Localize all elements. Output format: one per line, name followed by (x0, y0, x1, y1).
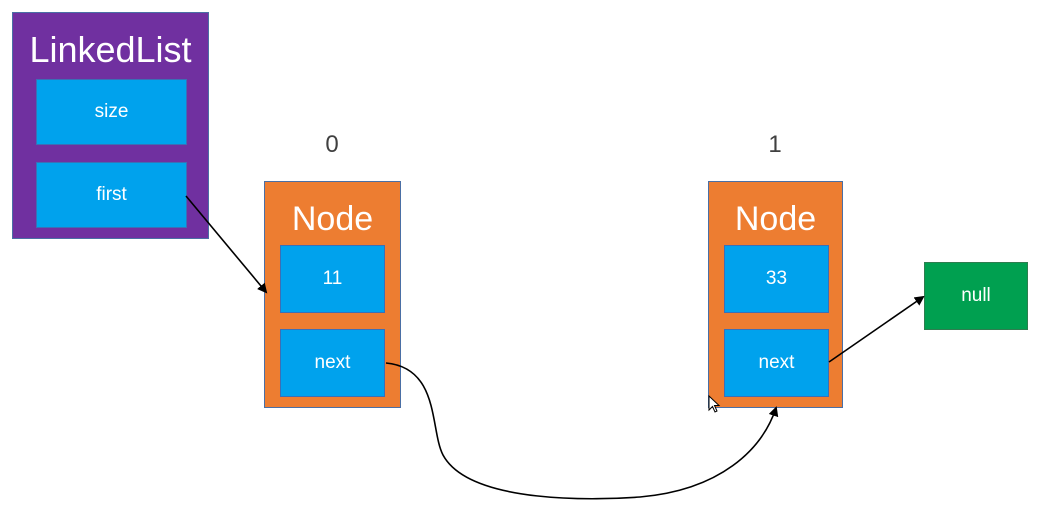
linkedlist-box: LinkedList size first (12, 12, 209, 239)
node-next-0: next (280, 329, 385, 397)
node-box-1: Node 33 next (708, 181, 843, 408)
node0-to-node1-arrow (385, 362, 779, 500)
first-to-node0-arrow (185, 195, 268, 294)
mouse-cursor-icon (708, 395, 721, 413)
null-box: null (924, 262, 1028, 330)
node-box-0: Node 11 next (264, 181, 401, 408)
first-field: first (36, 162, 187, 228)
node-value-0: 11 (280, 245, 385, 313)
node1-to-null-arrow (828, 295, 925, 363)
node-title-0: Node (291, 200, 374, 238)
node-value-1: 33 (724, 245, 829, 313)
node-index-1: 1 (768, 131, 782, 158)
linkedlist-title: LinkedList (29, 29, 192, 70)
size-field: size (36, 79, 187, 145)
node-title-1: Node (734, 200, 817, 238)
node-next-1: next (724, 329, 829, 397)
node-index-0: 0 (325, 131, 339, 158)
